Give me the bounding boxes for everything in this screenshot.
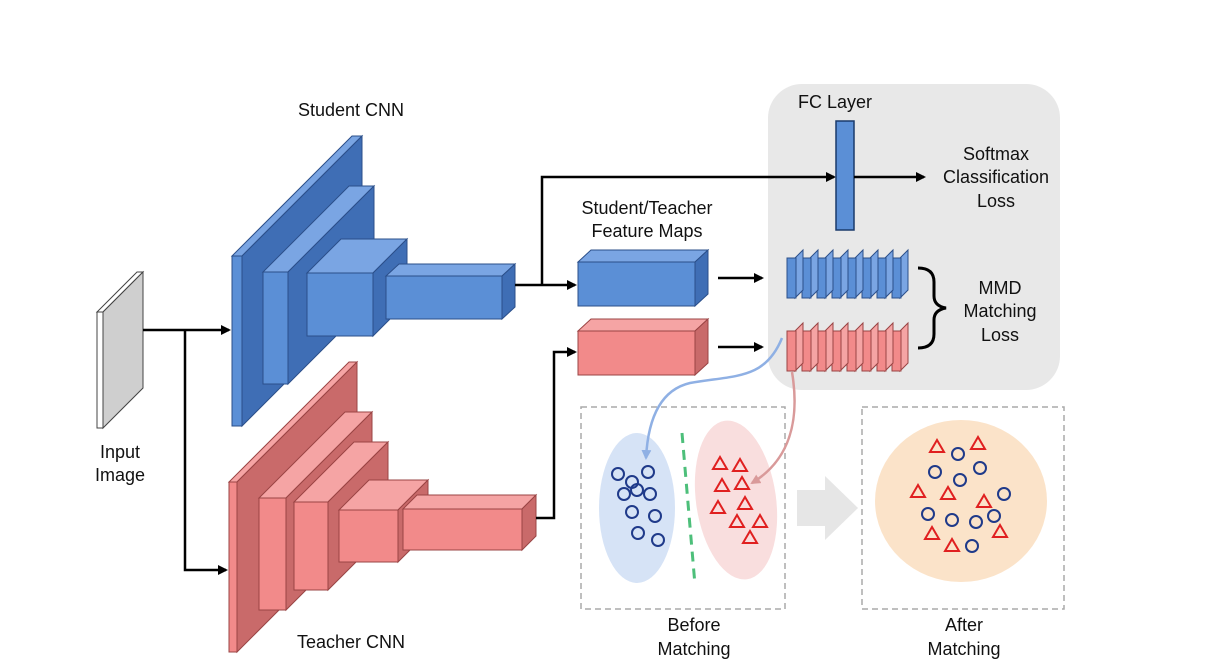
after-triangle-markers <box>909 435 1009 552</box>
student-block-3 <box>305 237 409 338</box>
after-circle-markers <box>921 447 1011 553</box>
fc-layer-label: FC Layer <box>798 92 872 112</box>
circle-marker <box>973 461 987 475</box>
triangle-marker <box>713 477 731 492</box>
circle-marker <box>928 465 942 479</box>
teacher-to-cluster-arrow <box>750 371 796 485</box>
triangle-marker <box>975 493 993 508</box>
fc-layer-bar <box>835 120 855 231</box>
triangle-marker <box>711 455 729 470</box>
input-connectors <box>143 325 231 575</box>
feature-slice <box>831 321 849 373</box>
before-matching-box <box>580 406 786 610</box>
merged-cluster <box>875 420 1047 582</box>
circle-marker <box>969 515 983 529</box>
triangle-marker <box>731 457 749 472</box>
circle-marker <box>921 507 935 521</box>
feature-maps-label-line2: Feature Maps <box>591 221 702 241</box>
triangle-marker <box>923 525 941 540</box>
circle-marker <box>987 509 1001 523</box>
circle-marker <box>641 465 655 479</box>
feature-maps-label-line1: Student/Teacher <box>581 198 712 218</box>
triangle-marker <box>741 529 759 544</box>
after-label-line2: Matching <box>927 639 1000 659</box>
mmd-label-line1: MMD <box>979 278 1022 298</box>
circle-marker <box>951 447 965 461</box>
teacher-output-connector <box>536 347 577 520</box>
mmd-label-line2: Matching <box>963 301 1036 321</box>
mmd-label-line3: Loss <box>981 325 1019 345</box>
teacher-cnn-label: Teacher CNN <box>297 632 405 652</box>
circle-marker <box>617 487 631 501</box>
circle-marker <box>631 526 645 540</box>
circle-marker <box>648 509 662 523</box>
triangle-marker <box>928 438 946 453</box>
feature-slice <box>801 248 819 300</box>
student-cnn <box>230 134 517 428</box>
feature-slice <box>786 248 804 300</box>
triangle-marker <box>728 513 746 528</box>
before-triangle-markers <box>709 455 769 544</box>
feature-to-panel-arrows <box>718 273 764 352</box>
decision-separator <box>680 432 697 586</box>
student-cnn-label: Student CNN <box>298 100 404 120</box>
student-feature-slices <box>786 248 909 300</box>
triangle-marker <box>943 537 961 552</box>
circle-marker <box>965 539 979 553</box>
softmax-label-line1: Softmax <box>963 144 1029 164</box>
after-matching-box <box>861 406 1065 610</box>
input-image-slab <box>95 270 145 430</box>
before-label-line1: Before <box>667 615 720 635</box>
circle-marker <box>997 487 1011 501</box>
circle-marker <box>625 505 639 519</box>
triangle-marker <box>909 483 927 498</box>
triangle-marker <box>736 495 754 510</box>
triangle-marker <box>991 523 1009 538</box>
student-output-connectors <box>515 172 836 290</box>
student-feature-map <box>576 248 710 308</box>
input-label-line1: Input <box>100 442 140 462</box>
feature-slice <box>861 321 879 373</box>
feature-slice <box>786 321 804 373</box>
triangle-marker <box>969 435 987 450</box>
before-label-line2: Matching <box>657 639 730 659</box>
circle-marker <box>953 473 967 487</box>
circle-marker <box>611 467 625 481</box>
teacher-cluster <box>694 420 778 580</box>
circle-marker <box>945 513 959 527</box>
softmax-label-line2: Classification <box>943 167 1049 187</box>
before-circle-markers <box>611 465 665 547</box>
teacher-feature-map <box>576 317 710 377</box>
mmd-brace <box>917 266 947 350</box>
feature-slice <box>891 248 909 300</box>
teacher-feature-slices <box>786 321 909 373</box>
circle-marker <box>651 533 665 547</box>
student-to-cluster-arrow <box>641 337 784 460</box>
triangle-marker <box>733 475 751 490</box>
triangle-marker <box>939 485 957 500</box>
after-label-line1: After <box>945 615 983 635</box>
softmax-label-line3: Loss <box>977 191 1015 211</box>
input-label-line2: Image <box>95 465 145 485</box>
feature-slice <box>861 248 879 300</box>
feature-slice <box>801 321 819 373</box>
transition-arrow <box>797 476 858 540</box>
circle-marker <box>630 483 644 497</box>
teacher-block-5 <box>401 493 538 552</box>
triangle-marker <box>709 499 727 514</box>
circle-marker <box>643 487 657 501</box>
triangle-marker <box>751 513 769 528</box>
student-block-4 <box>384 262 517 321</box>
teacher-cnn <box>227 360 538 654</box>
